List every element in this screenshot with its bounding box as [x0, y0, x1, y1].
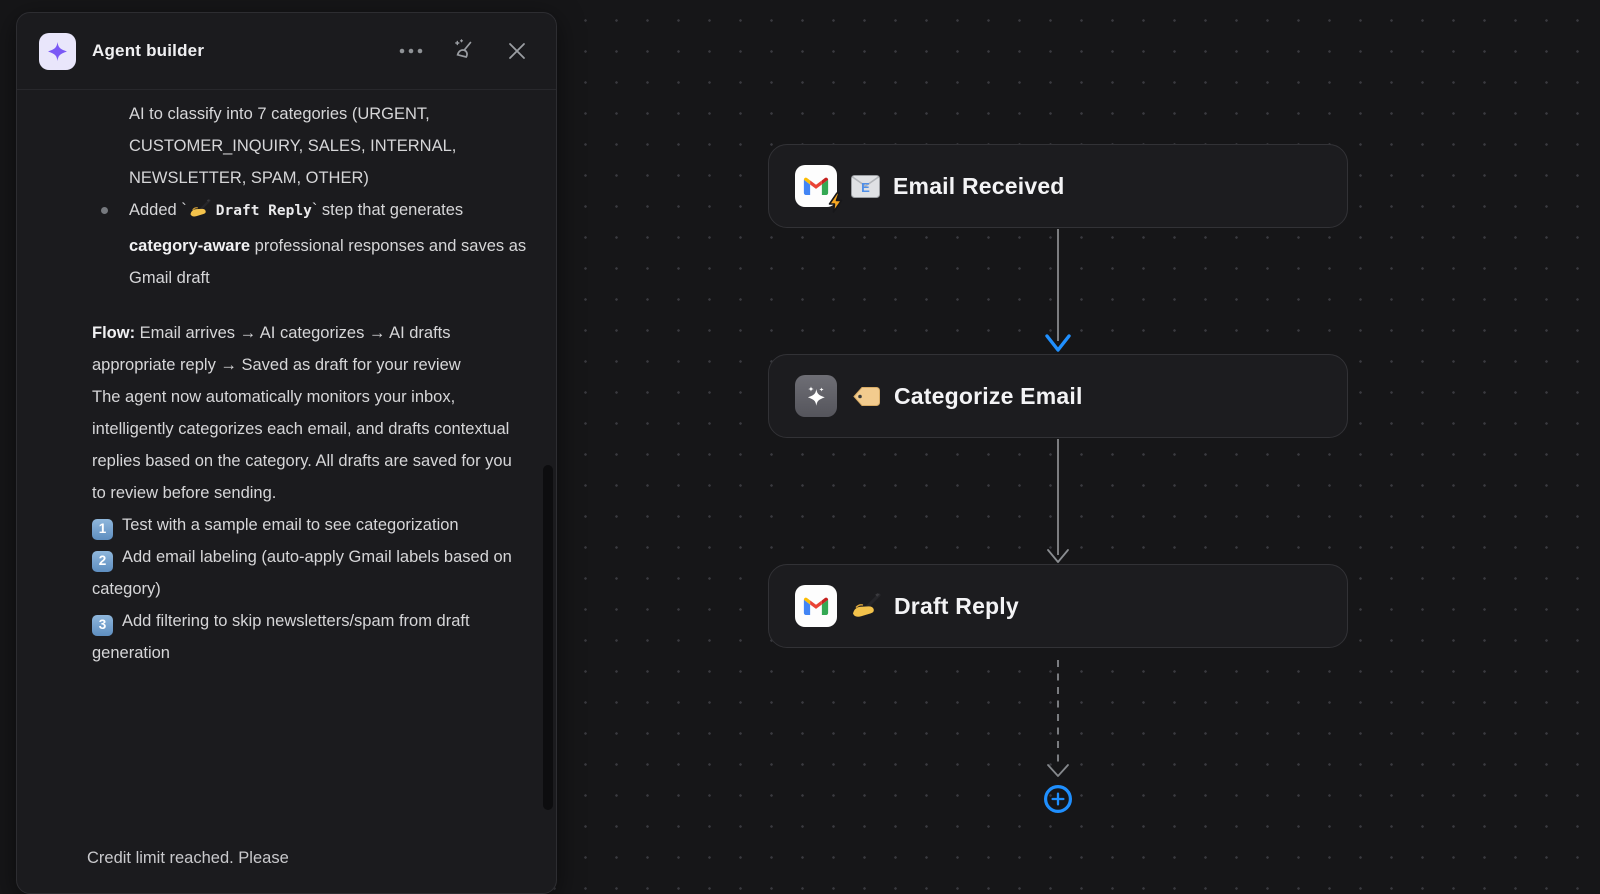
flow-paragraph: Flow: Email arrives → AI categorizes → A…: [92, 317, 528, 381]
add-step-button[interactable]: [1043, 784, 1073, 814]
node-label: Categorize Email: [894, 383, 1083, 410]
add-node-icon: [1043, 784, 1073, 814]
panel-title: Agent builder: [92, 41, 204, 61]
step-item-3: 3Add filtering to skip newsletters/spam …: [92, 605, 528, 669]
more-options-button[interactable]: [398, 38, 424, 64]
gmail-icon: [795, 585, 837, 627]
writing-hand-emoji: [189, 198, 211, 230]
clear-chat-button[interactable]: [451, 38, 477, 64]
ai-sparkle-icon: [795, 375, 837, 417]
credit-limit-notice: Credit limit reached. Please: [87, 849, 289, 868]
keycap-2-emoji: 2: [92, 551, 113, 572]
node-label: Draft Reply: [894, 593, 1019, 620]
node-label: Email Received: [893, 173, 1065, 200]
connector-dashed-arrow: [1038, 655, 1078, 780]
connector-arrow: [1038, 439, 1078, 567]
email-emoji: E: [851, 175, 880, 198]
keycap-3-emoji: 3: [92, 615, 113, 636]
label-tag-emoji: [851, 385, 881, 408]
purple-sparkle-icon: [39, 33, 76, 70]
close-icon: [507, 41, 527, 61]
broom-sparkle-icon: [451, 38, 477, 64]
panel-header: Agent builder: [17, 13, 556, 90]
inline-code: Draft Reply: [216, 203, 312, 219]
keycap-1-emoji: 1: [92, 519, 113, 540]
connector-arrow: [1038, 229, 1078, 353]
node-draft-reply[interactable]: Draft Reply: [768, 564, 1348, 648]
assistant-message: AI to classify into 7 categories (URGENT…: [17, 90, 556, 669]
step-item-1: 1Test with a sample email to see categor…: [92, 509, 528, 541]
node-categorize-email[interactable]: Categorize Email: [768, 354, 1348, 438]
close-panel-button[interactable]: [504, 38, 530, 64]
list-item-continuation: AI to classify into 7 categories (URGENT…: [92, 98, 528, 194]
list-item: Added `Draft Reply` step that generates …: [92, 194, 528, 294]
svg-text:E: E: [861, 180, 870, 195]
ellipsis-icon: [399, 48, 423, 54]
lightning-trigger-icon: [827, 192, 844, 213]
agent-builder-panel: Agent builder: [16, 12, 557, 894]
summary-paragraph: The agent now automatically monitors you…: [92, 381, 528, 509]
writing-hand-emoji: [851, 593, 881, 620]
panel-scrollbar[interactable]: [543, 465, 553, 810]
node-email-received[interactable]: E Email Received: [768, 144, 1348, 228]
gmail-icon: [795, 165, 837, 207]
step-item-2: 2Add email labeling (auto-apply Gmail la…: [92, 541, 528, 605]
